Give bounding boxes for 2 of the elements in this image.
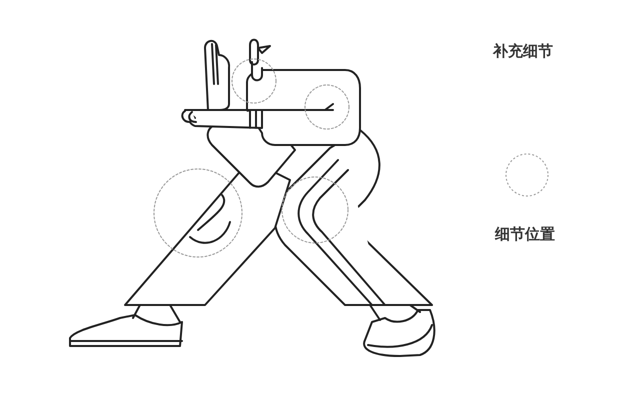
title: 补充细节 (493, 42, 553, 61)
legend-label: 细节位置 (495, 225, 555, 244)
